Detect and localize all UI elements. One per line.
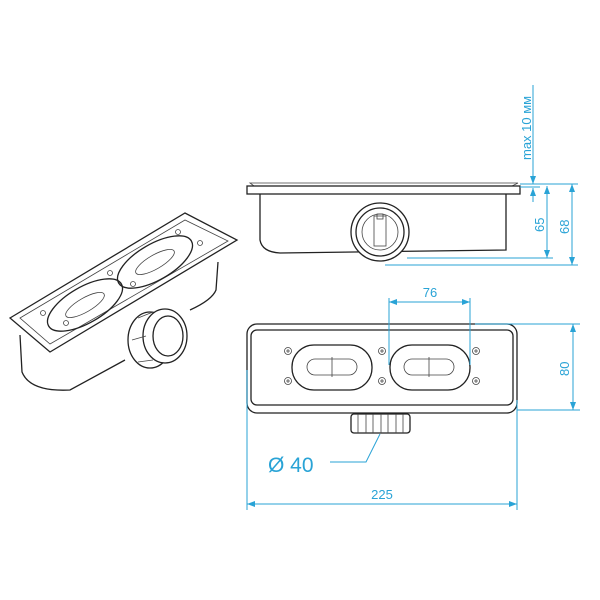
pipe-nut [127, 308, 188, 369]
max-offset-label: max 10 мм [519, 96, 534, 160]
side-view [246, 182, 521, 262]
top-dimensions: 76 80 225 Ø 40 [246, 285, 580, 510]
side-dimensions: max 10 мм 65 68 [385, 85, 578, 266]
length-label: 225 [371, 487, 393, 502]
width-label: 80 [557, 362, 572, 376]
height-total-label: 68 [557, 220, 572, 234]
pipe-diameter-label: Ø 40 [268, 454, 314, 477]
isometric-view [8, 212, 239, 391]
top-view [246, 323, 518, 434]
outlet-spacing-label: 76 [423, 285, 437, 300]
height-inner-label: 65 [532, 218, 547, 232]
pipe-nut [350, 413, 411, 434]
